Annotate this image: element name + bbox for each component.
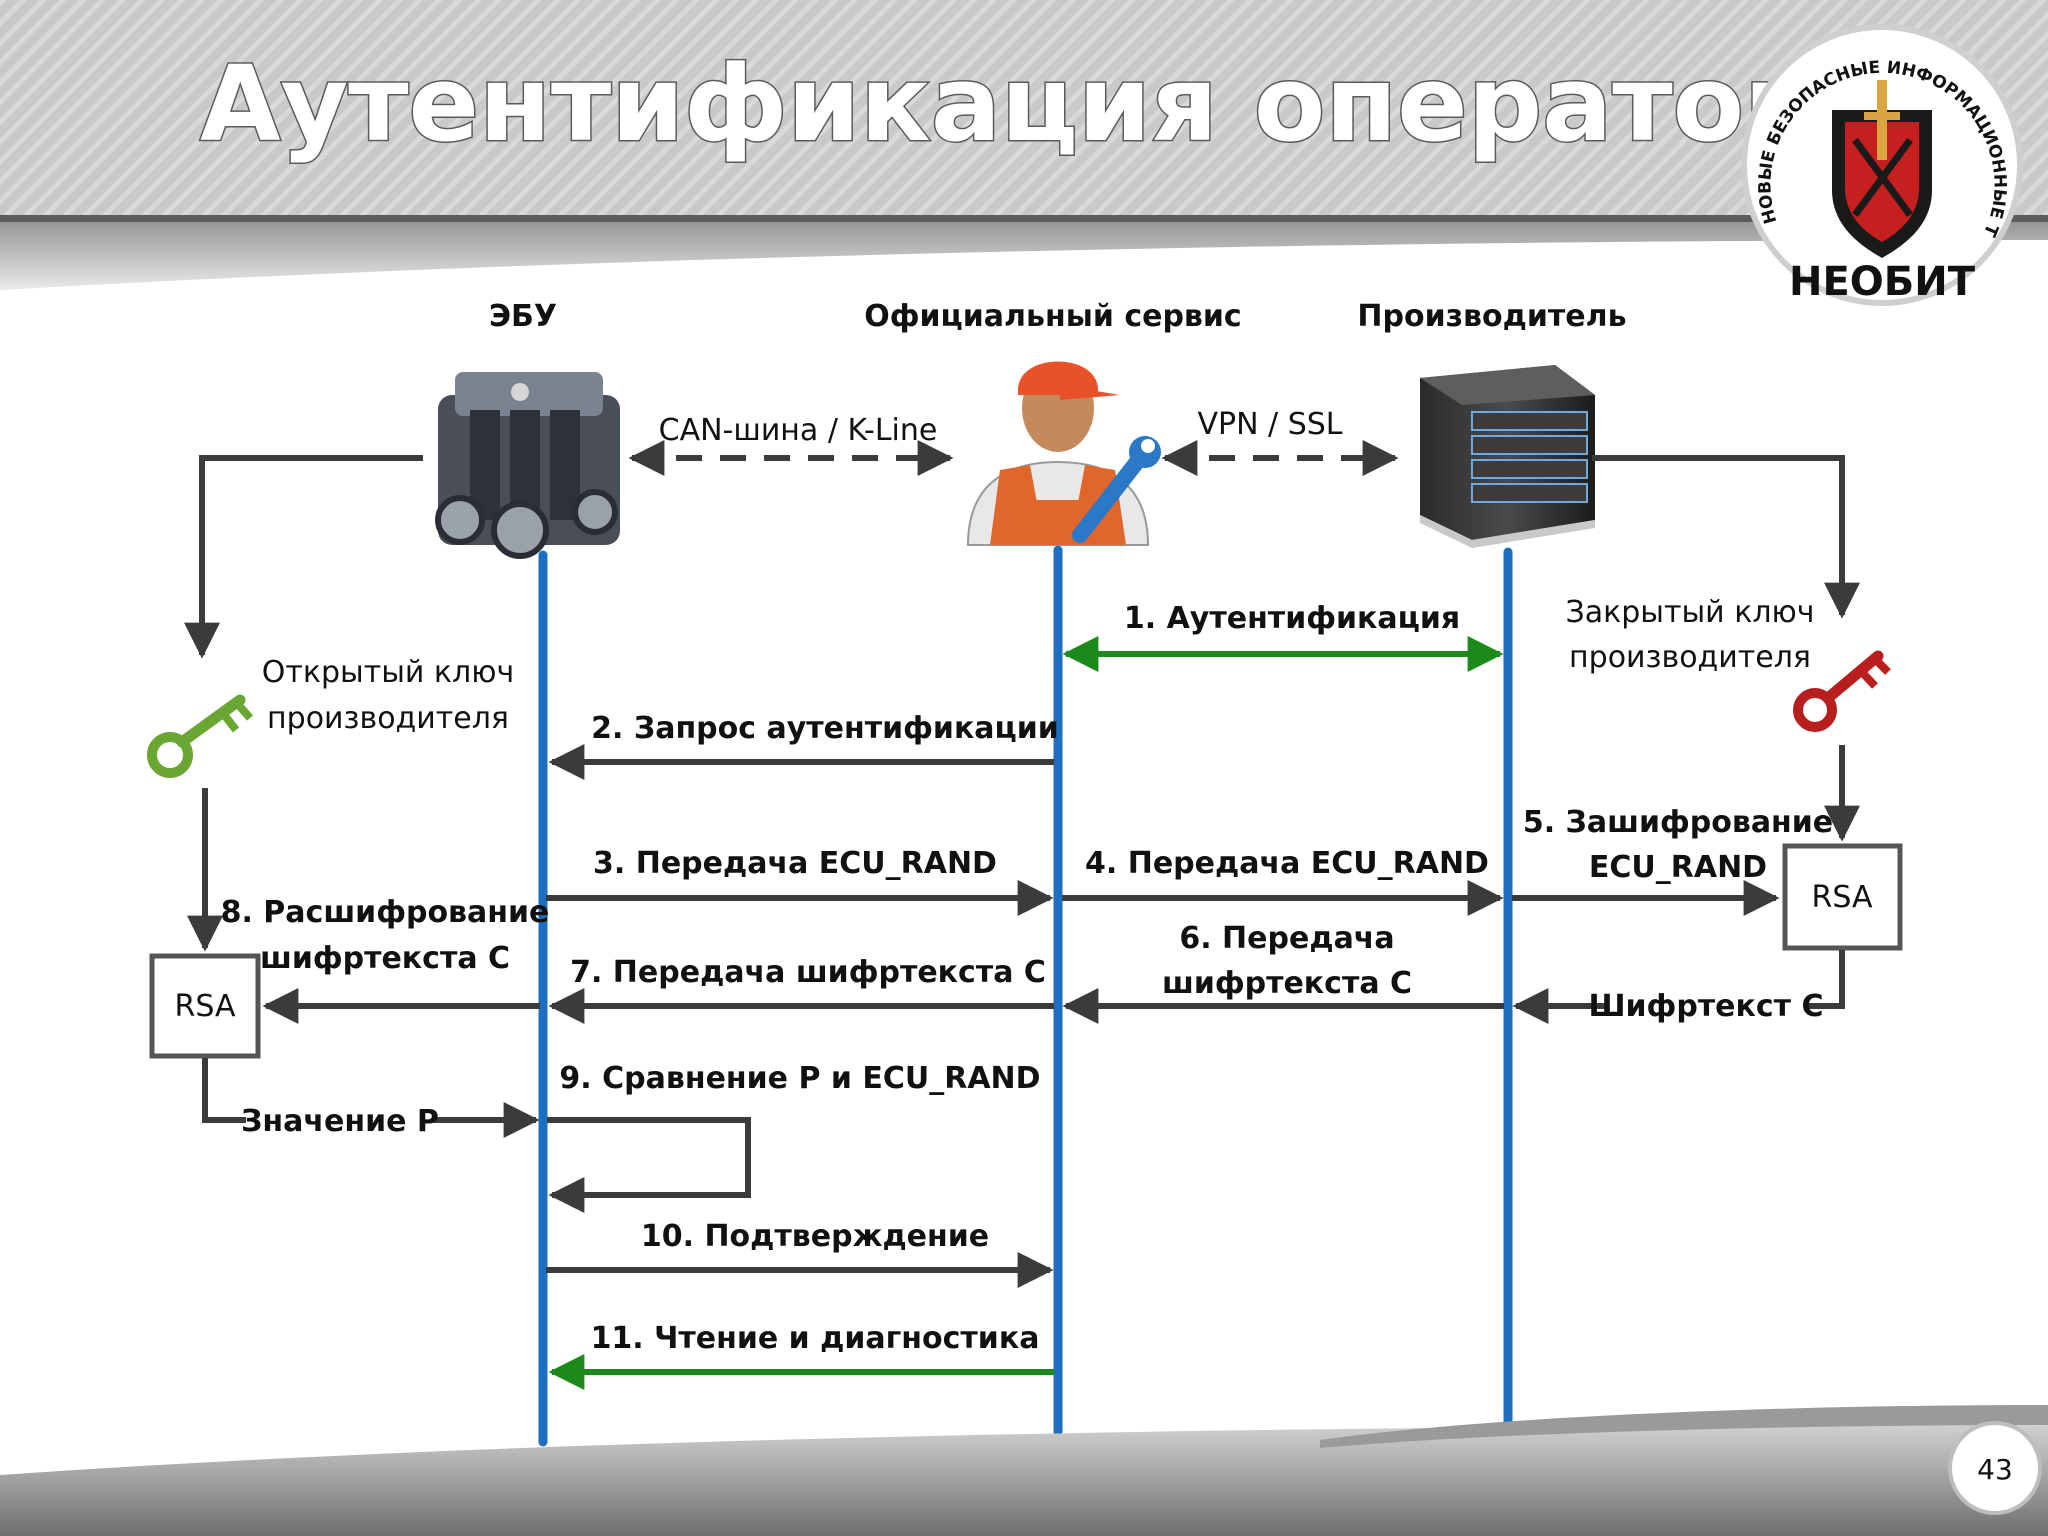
actor-service-label: Официальный сервис: [864, 299, 1241, 334]
msg-3-label: 3. Передача ECU_RAND: [593, 846, 997, 881]
ecu-to-key-connector: [184, 455, 423, 659]
page-title: Аутентификация оператора: [200, 43, 1889, 165]
rsa-left-label: RSA: [175, 989, 236, 1024]
msg-9-label: 9. Сравнение Р и ECU_RAND: [559, 1061, 1040, 1096]
msg-9-arrow: [547, 1117, 751, 1213]
red-key-icon: [1793, 650, 1891, 732]
msg-5-label-line1: 5. Зашифрование: [1523, 805, 1833, 840]
actor-ecu-label: ЭБУ: [489, 299, 557, 334]
footer-band: [0, 1405, 2048, 1536]
mechanic-icon: [966, 361, 1161, 546]
public-key-label-line2: производителя: [267, 701, 509, 736]
msg-10-label: 10. Подтверждение: [641, 1219, 989, 1254]
msg-2-label: 2. Запрос аутентификации: [591, 711, 1059, 746]
msg-7-label: 7. Передача шифртекста С: [570, 955, 1046, 990]
msg-1-label: 1. Аутентификация: [1124, 601, 1460, 636]
actor-manufacturer-label: Производитель: [1357, 299, 1626, 334]
engine-icon: [435, 372, 620, 559]
public-key-label-line1: Открытый ключ: [262, 655, 514, 690]
ciphertext-label: Шифртекст С: [1588, 989, 1823, 1024]
page-number-badge: [1948, 1421, 2042, 1515]
rsa-right-box: [1782, 843, 1903, 951]
value-p-label: Значение Р: [241, 1104, 439, 1139]
green-key-icon: [147, 694, 254, 778]
server-icon: [1420, 365, 1595, 548]
page-number: 43: [1977, 1453, 2013, 1486]
private-key-label-line1: Закрытый ключ: [1566, 595, 1815, 630]
rsa-right-label: RSA: [1812, 880, 1873, 915]
msg-4-label: 4. Передача ECU_RAND: [1085, 846, 1489, 881]
logo-brand: НЕОБИТ: [1789, 259, 1976, 305]
vpn-link-label: VPN / SSL: [1197, 407, 1342, 442]
header-band: [0, 0, 2048, 290]
can-link-label: CAN-шина / K-Line: [659, 413, 938, 448]
private-key-label-line2: производителя: [1569, 640, 1811, 675]
msg-6-label-line2: шифртекста С: [1162, 966, 1412, 1001]
msg-11-label: 11. Чтение и диагностика: [591, 1321, 1040, 1356]
msg-5-label-line2: ECU_RAND: [1589, 850, 1767, 885]
rsa-left-box: [149, 953, 261, 1059]
msg-6-label-line1: 6. Передача: [1179, 921, 1394, 956]
msg-8-label-line2: шифртекста С: [260, 941, 510, 976]
msg-8-label-line1: 8. Расшифрование: [221, 895, 550, 930]
server-to-key-connector: [1592, 455, 1860, 619]
